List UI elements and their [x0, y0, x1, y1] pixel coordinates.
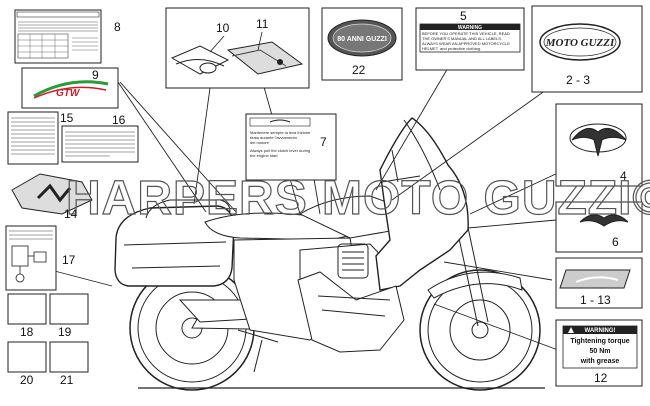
- plate-21: [49, 341, 89, 373]
- part-number-6: 6: [612, 235, 619, 249]
- part-number-15: 15: [60, 111, 74, 125]
- warning-5-line-1: BEFORE YOU OPERATE THIS VEHICLE, READ: [422, 31, 510, 36]
- part-7-clutch-label: Mantenere sempre la leva frizione tirata…: [245, 113, 337, 181]
- label-7-line-5: the engine start: [250, 153, 278, 158]
- motorcycle-drawing: [114, 117, 545, 391]
- part-15-label: [7, 111, 59, 165]
- part-number-12: 12: [594, 371, 608, 385]
- part-14-decal-sheet: [11, 173, 93, 215]
- plate-20: [7, 341, 47, 373]
- parts-10-11-manual-kit: [165, 7, 310, 89]
- label-7-line-2: tirata durante l'avviamento: [250, 135, 298, 140]
- torque-line-3: with grease: [580, 358, 620, 365]
- part-number-7: 7: [320, 135, 327, 149]
- warning-5-title: WARNING: [458, 25, 482, 31]
- part-6-small-eagle: [555, 201, 643, 253]
- part-22-anniversary-plate: 80 ANNI GUZZI: [321, 7, 403, 81]
- watermark-text: HARPERS MOTO GUZZI©: [66, 172, 650, 225]
- torque-line-1: Tightening torque: [570, 338, 629, 345]
- label-7-line-4: Always pull the clutch lever during: [250, 148, 310, 153]
- part-number-2-3: 2 - 3: [566, 73, 590, 87]
- warning-5-line-3: ALWAYS WEAR AN APPROVED MOTORCYCLE: [422, 41, 510, 46]
- torque-warning-title: WARNING!: [585, 328, 616, 334]
- plate-18: [7, 293, 47, 325]
- part-16-label: [61, 125, 139, 163]
- anniversary-plate-text: 80 ANNI GUZZI: [337, 36, 387, 43]
- part-5-warning-label: WARNING BEFORE YOU OPERATE THIS VEHICLE,…: [415, 7, 525, 71]
- part-8-info-plate: [14, 9, 102, 64]
- warning-5-line-2: THE OWNER'S MANUAL AND ALL LABELS.: [422, 36, 502, 41]
- part-17-wiring-label: [5, 225, 57, 291]
- part-number-20: 20: [20, 373, 34, 387]
- part-number-11: 11: [256, 17, 269, 31]
- part-number-16: 16: [112, 113, 126, 127]
- gtw-decal-text: GTW: [56, 88, 81, 99]
- part-number-14: 14: [64, 207, 78, 221]
- blank-plates-18-21: [7, 293, 89, 373]
- part-number-18: 18: [20, 325, 34, 339]
- torque-line-2: 50 Nm: [589, 348, 610, 355]
- part-number-22: 22: [352, 63, 366, 77]
- label-7-line-1: Mantenere sempre la leva frizione: [250, 130, 311, 135]
- plate-19: [49, 293, 89, 325]
- leader-lines: [15, 55, 561, 351]
- part-number-17: 17: [62, 253, 76, 267]
- part-12-torque-warning: WARNING! Tightening torque 50 Nm with gr…: [555, 319, 643, 387]
- label-7-line-3: del motore: [250, 140, 270, 145]
- part-number-10: 10: [216, 21, 230, 35]
- part-1-13-nameplate: [555, 257, 643, 309]
- part-2-3-badge: MOTO GUZZI: [531, 5, 643, 93]
- warning-5-line-4: HELMET, and protective clothing.: [422, 46, 481, 51]
- part-number-5: 5: [460, 9, 467, 23]
- part-9-model-decal: GTW: [21, 67, 119, 109]
- part-number-1-13: 1 - 13: [580, 293, 611, 307]
- part-number-21: 21: [60, 373, 74, 387]
- part-4-eagle-badge: [555, 103, 643, 187]
- part-number-19: 19: [58, 325, 72, 339]
- moto-guzzi-badge-text: MOTO GUZZI: [545, 37, 615, 49]
- part-number-8: 8: [114, 20, 121, 34]
- part-number-4: 4: [620, 169, 627, 183]
- part-number-9: 9: [92, 68, 99, 82]
